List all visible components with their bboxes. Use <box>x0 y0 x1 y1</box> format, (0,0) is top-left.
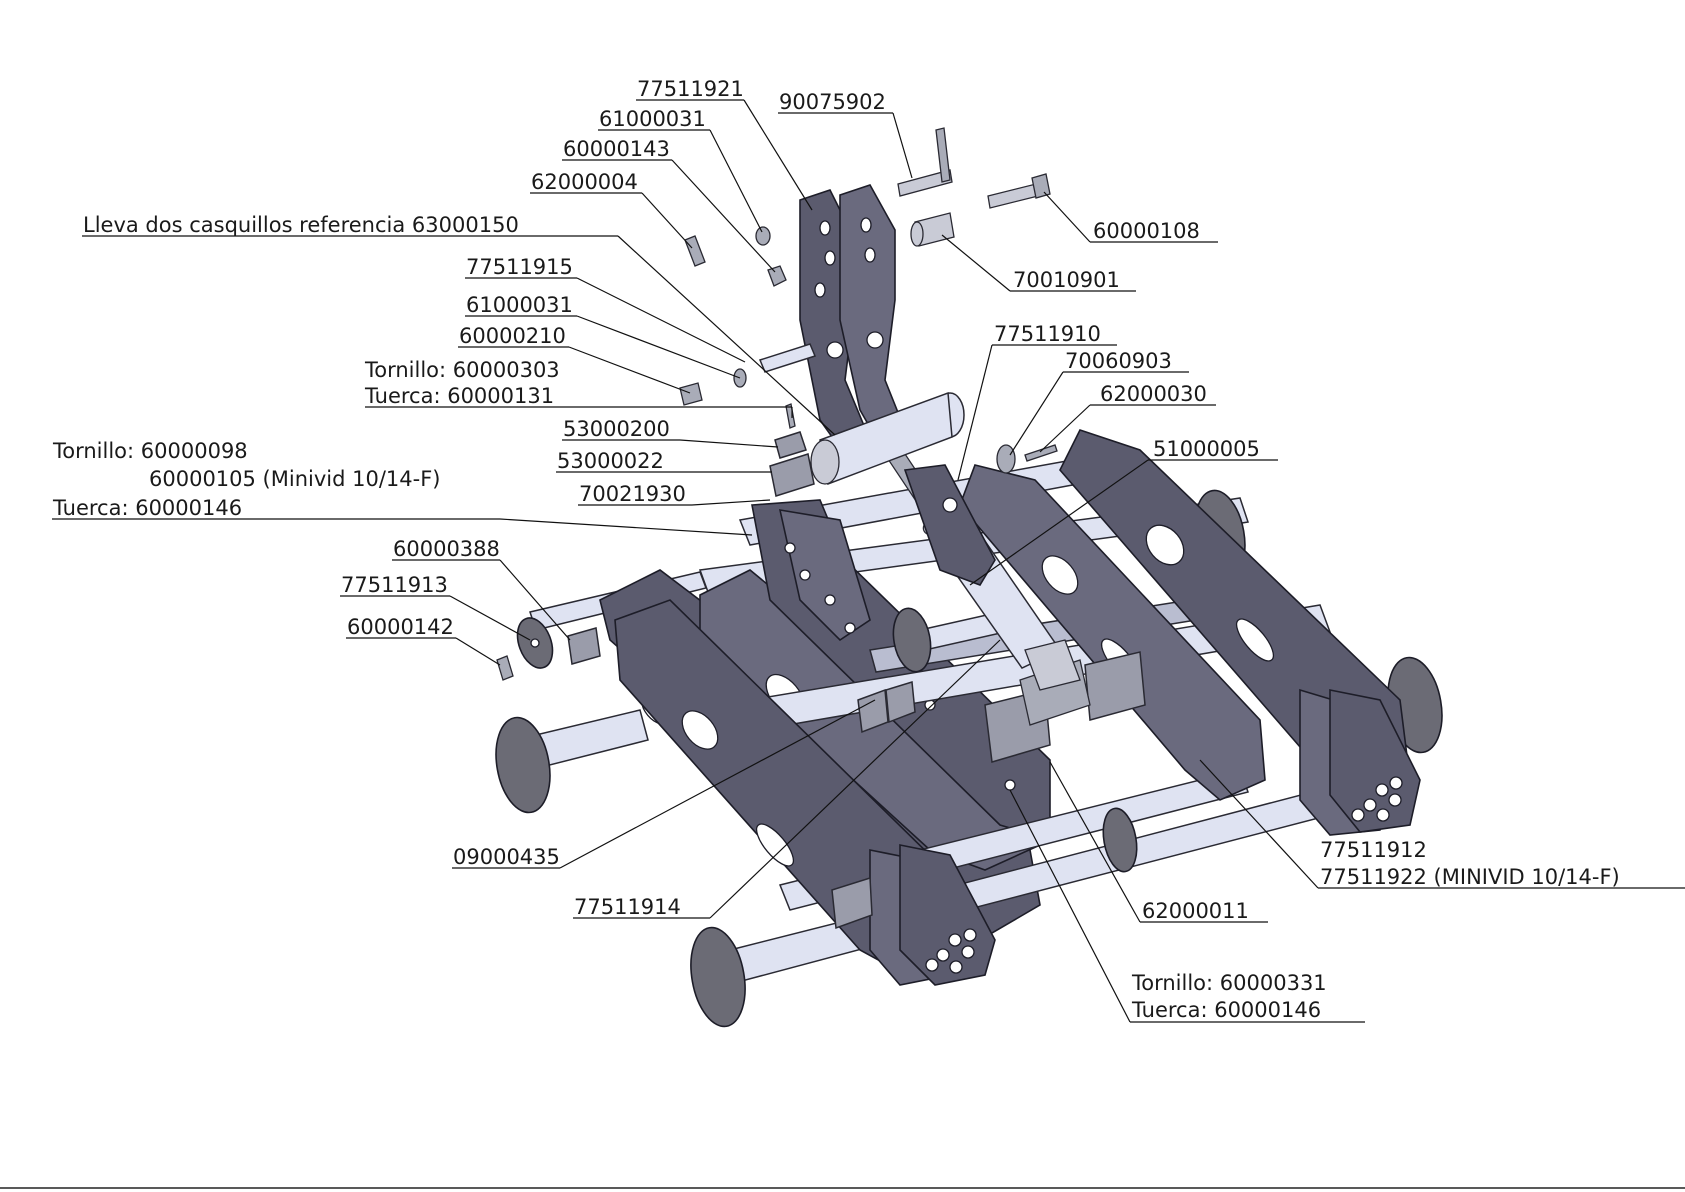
callout-77511922: 77511922 (MINIVID 10/14-F) <box>1320 865 1620 889</box>
square-socket-b <box>885 681 916 724</box>
pin-62000030 <box>1024 444 1058 462</box>
pin-62000004 <box>684 235 706 267</box>
callout-tuerca-60000131: Tuerca: 60000131 <box>364 384 554 408</box>
callout-77511914: 77511914 <box>574 895 681 919</box>
callout-51000005: 51000005 <box>1153 437 1260 461</box>
callout-61000031-mid: 61000031 <box>466 293 573 317</box>
pin-90075902 <box>897 169 953 197</box>
upright-arm-right <box>839 184 906 447</box>
callout-77511910: 77511910 <box>994 322 1101 346</box>
callout-70021930: 70021930 <box>579 482 686 506</box>
washer-61000031-top <box>755 226 771 246</box>
bolt-60000303 <box>785 403 796 429</box>
callout-70010901: 70010901 <box>1013 268 1120 292</box>
upper-pivot-pin <box>758 343 817 373</box>
bracket-53000022 <box>769 453 815 497</box>
left-disc <box>495 716 551 814</box>
callout-61000031-top: 61000031 <box>599 107 706 131</box>
callout-bushing-note: Lleva dos casquillos referencia 63000150 <box>83 213 519 237</box>
callout-60000388: 60000388 <box>393 537 500 561</box>
rear-right-hole-grid <box>1351 776 1403 822</box>
callout-77511912: 77511912 <box>1320 838 1427 862</box>
callout-09000435: 09000435 <box>453 845 560 869</box>
callout-53000200: 53000200 <box>563 417 670 441</box>
inner-disc <box>892 607 932 673</box>
right-inner-plate <box>959 464 1266 801</box>
callout-tornillo-60000331: Tornillo: 60000331 <box>1131 971 1327 995</box>
callout-60000210: 60000210 <box>459 324 566 348</box>
front-left-disc <box>690 926 746 1028</box>
cross-bushing-end <box>810 439 840 485</box>
callout-60000142: 60000142 <box>347 615 454 639</box>
callout-62000004: 62000004 <box>531 170 638 194</box>
bolt-60000142 <box>496 655 514 681</box>
front-left-hole-grid <box>925 928 977 974</box>
callout-60000108: 60000108 <box>1093 219 1200 243</box>
pin-handle <box>935 127 951 183</box>
bolt-head-60000108 <box>1031 173 1051 199</box>
callout-77511921: 77511921 <box>637 77 744 101</box>
callout-tuerca-60000146-top: Tuerca: 60000146 <box>52 496 242 520</box>
callout-62000011: 62000011 <box>1142 899 1249 923</box>
bracket-53000200 <box>774 431 807 459</box>
frame-assembly <box>495 127 1443 1028</box>
leader-lines <box>52 99 1685 1023</box>
callout-labels: 77511921 90075902 61000031 60000143 6200… <box>52 77 1620 1022</box>
cylinder-clevis <box>1024 639 1081 691</box>
callout-53000022: 53000022 <box>557 449 664 473</box>
callout-70060903: 70060903 <box>1065 349 1172 373</box>
front-right-disc <box>1102 807 1138 873</box>
callout-77511915: 77511915 <box>466 255 573 279</box>
callout-tornillo-60000098: Tornillo: 60000098 <box>52 439 248 463</box>
callout-90075902: 90075902 <box>779 90 886 114</box>
callout-77511913: 77511913 <box>341 573 448 597</box>
square-socket-c <box>831 876 873 930</box>
washer-70060903 <box>996 444 1016 474</box>
callout-60000105: 60000105 (Minivid 10/14-F) <box>149 467 441 491</box>
square-socket-a <box>857 688 889 734</box>
nut-60000143 <box>767 265 787 287</box>
bracket-77511913 <box>567 627 601 665</box>
nut-60000210 <box>679 382 703 406</box>
callout-62000030: 62000030 <box>1100 382 1207 406</box>
callout-tornillo-60000303: Tornillo: 60000303 <box>364 358 560 382</box>
callout-tuerca-60000146-bottom: Tuerca: 60000146 <box>1131 998 1321 1022</box>
callout-60000143: 60000143 <box>563 137 670 161</box>
